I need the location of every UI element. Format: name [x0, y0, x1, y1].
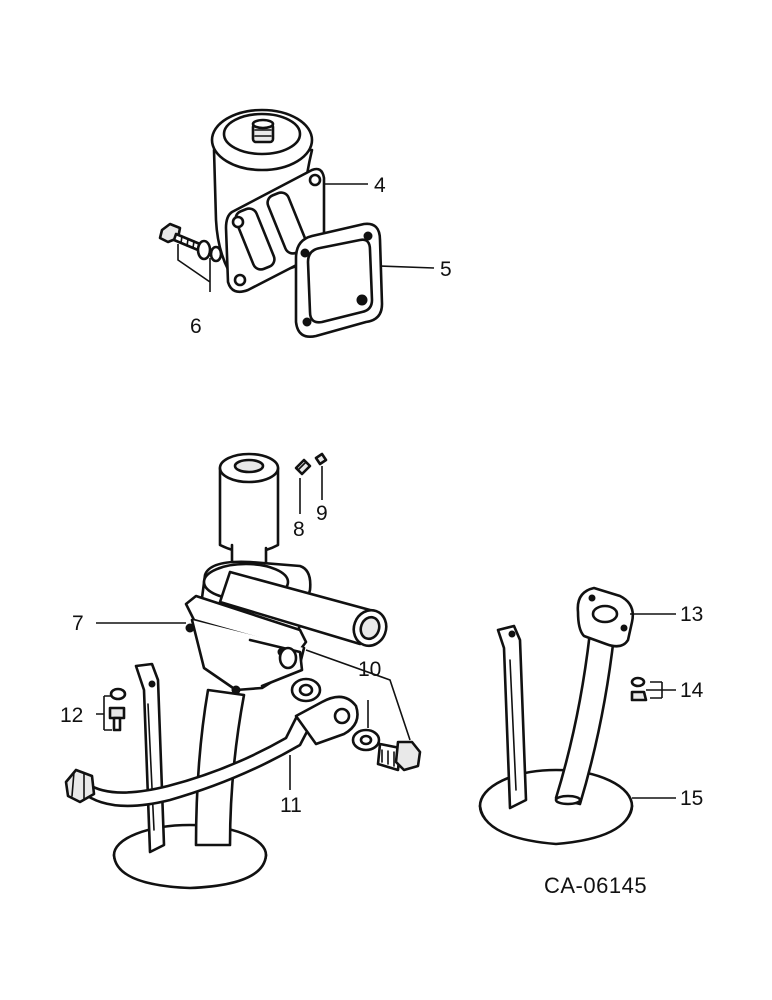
line-fitting [64, 768, 96, 804]
set-screw-8 [294, 458, 312, 476]
part-label-7: 7 [72, 612, 84, 635]
part-label-9: 9 [316, 502, 328, 525]
nut-washer-14 [630, 676, 648, 702]
part-label-12: 12 [60, 704, 83, 727]
part-label-15: 15 [680, 787, 703, 810]
drawing-code: CA-06145 [544, 873, 647, 898]
part-label-6: 6 [190, 315, 202, 338]
part-label-10: 10 [358, 658, 381, 681]
banjo-bolt [376, 740, 422, 772]
part-label-5: 5 [440, 258, 452, 281]
oil-pickup-assembly [478, 586, 648, 846]
pickup-tube [194, 688, 246, 847]
part-label-11: 11 [280, 794, 302, 817]
part-label-14: 14 [680, 679, 704, 702]
part-label-13: 13 [680, 603, 703, 626]
filter-adapter-assembly [158, 108, 384, 338]
set-screw-9 [314, 452, 328, 466]
pickup-tube-right [554, 630, 616, 806]
pump-flange [184, 594, 308, 652]
part-label-4: 4 [374, 174, 386, 197]
oil-pump-assembly [64, 452, 422, 890]
bolt-washer-set [158, 222, 223, 263]
part-label-8: 8 [293, 518, 305, 541]
bolt-washer-12 [108, 687, 127, 732]
